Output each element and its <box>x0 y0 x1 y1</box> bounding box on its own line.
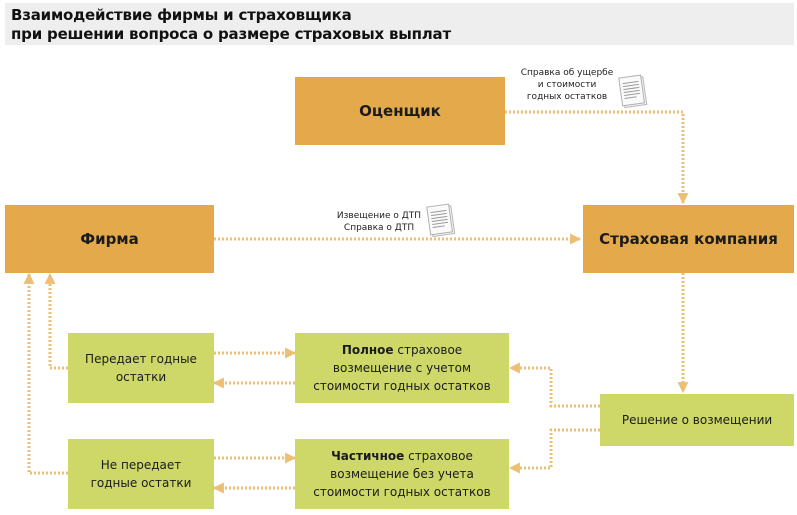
diagram-title-line-2: при решении вопроса о размере страховых … <box>11 25 451 43</box>
document-icon <box>426 203 456 238</box>
decision-label: Решение о возмещении <box>621 413 773 427</box>
arrow-decision-to-partial <box>508 428 600 474</box>
damage-label-line-1: Справка об ущербе <box>520 68 614 78</box>
arrow-transfers-to-firm <box>44 272 68 370</box>
firm-box: Фирма <box>5 205 214 273</box>
appraiser-box: Оценщик <box>295 77 505 145</box>
arrow-not-transfers-to-firm <box>23 272 68 475</box>
firm-label: Фирма <box>80 230 139 248</box>
damage-certificate-label: Справка об ущербе и стоимости годных ост… <box>514 67 620 103</box>
full-compensation-box: Полное страховое возмещение с учетом сто… <box>295 333 509 403</box>
full-compensation-rest: страховое возмещение с учетом стоимости … <box>313 343 491 393</box>
appraiser-label: Оценщик <box>359 102 441 120</box>
partial-compensation-bold: Частичное <box>331 449 405 463</box>
partial-compensation-box: Частичное страховое возмещение без учета… <box>295 439 509 509</box>
not-transfers-remains-label: Не передает годные остатки <box>90 458 192 490</box>
damage-label-line-2: и стоимости <box>537 80 597 90</box>
insurer-box: Страховая компания <box>583 205 794 273</box>
transfers-remains-label: Передает годные остатки <box>85 352 197 384</box>
diagram-title-line-1: Взаимодействие фирмы и страховщика <box>11 6 352 24</box>
full-compensation-label: Полное страховое возмещение с учетом сто… <box>305 341 499 395</box>
insurer-label: Страховая компания <box>599 230 778 248</box>
transfers-remains-box: Передает годные остатки <box>68 333 214 403</box>
accident-notice-label: Извещение о ДТП Справка о ДТП <box>330 210 428 234</box>
partial-compensation-rest: страховое возмещение без учета стоимости… <box>313 449 491 499</box>
accident-label-line-1: Извещение о ДТП <box>336 211 422 221</box>
arrow-decision-to-full <box>508 362 600 408</box>
not-transfers-remains-box: Не передает годные остатки <box>68 439 214 509</box>
partial-compensation-label: Частичное страховое возмещение без учета… <box>305 447 499 501</box>
arrow-appraiser-to-insurer <box>505 110 689 205</box>
damage-label-line-3: годных остатков <box>526 92 608 102</box>
title-bar: Взаимодействие фирмы и страховщика при р… <box>5 3 794 45</box>
document-icon <box>618 74 648 109</box>
full-compensation-bold: Полное <box>341 343 394 357</box>
decision-box: Решение о возмещении <box>600 394 794 446</box>
accident-label-line-2: Справка о ДТП <box>343 223 415 233</box>
